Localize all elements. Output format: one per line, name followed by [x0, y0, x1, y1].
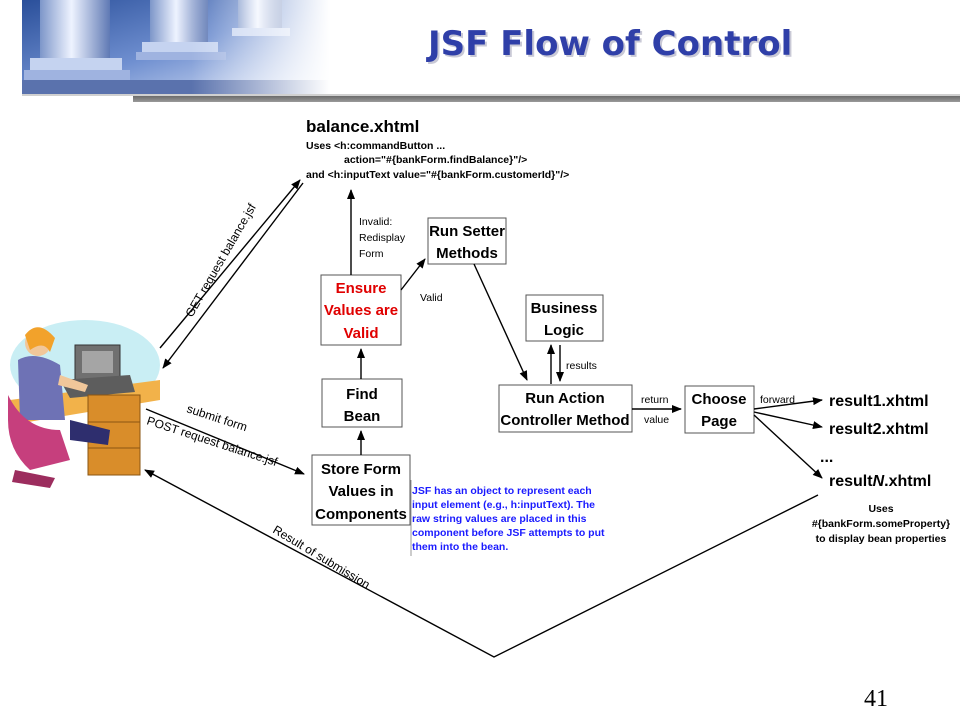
choose-page-line-1: Choose [691, 391, 746, 408]
jsf-note-line-2: input element (e.g., h:inputText). The [412, 499, 595, 511]
run-setter-line-2: Methods [436, 245, 498, 262]
result1-page: result1.xhtml [829, 393, 929, 410]
store-form-line-3: Components [315, 506, 407, 523]
results-ellipsis: ... [820, 449, 833, 466]
forward-resultN-arrow [753, 414, 823, 479]
find-bean-line-2: Bean [344, 408, 381, 425]
invalid-label-2: Redisplay [359, 232, 406, 244]
uses-note-line-2: #{bankForm.someProperty} [812, 518, 950, 530]
slide-number: 41 [864, 686, 888, 712]
uses-note-line-3: to display bean properties [816, 533, 947, 545]
run-setter-box: Run Setter Methods [427, 217, 507, 265]
run-action-line-1: Run Action [525, 390, 604, 407]
store-form-line-2: Values in [328, 483, 393, 500]
find-bean-line-1: Find [346, 386, 378, 403]
code-line-1: Uses <h:commandButton ... [306, 140, 445, 152]
jsf-note-line-4: component before JSF attempts to put [412, 527, 605, 539]
forward-result2-arrow [753, 411, 823, 429]
result-of-submission-arrow [144, 469, 819, 658]
return-label: return [641, 394, 669, 406]
columns-image [22, 0, 330, 98]
result2-page: result2.xhtml [829, 421, 929, 438]
forward-label: forward [760, 394, 795, 406]
ensure-line-1: Ensure [336, 280, 387, 297]
choose-page-line-2: Page [701, 413, 737, 430]
invalid-label-1: Invalid: [359, 216, 392, 228]
uses-note-line-1: Uses [868, 503, 893, 515]
header-thin-rule [22, 94, 960, 96]
resultN-page: resultN.xhtml [829, 473, 931, 490]
invalid-label-3: Form [359, 248, 384, 260]
find-bean-box: Find Bean [321, 378, 403, 428]
resultN-suffix: .xhtml [884, 473, 931, 490]
jsf-note-line-3: raw string values are placed in this [412, 513, 587, 525]
jsf-note-line-5: them into the bean. [412, 541, 508, 553]
valid-arrow [400, 258, 426, 291]
page-response-arrow [162, 182, 304, 369]
ensure-line-2: Values are [324, 302, 398, 319]
header-rule [133, 96, 960, 102]
business-logic-box: Business Logic [525, 294, 604, 342]
setter-to-action-arrow [473, 263, 528, 381]
forward-result1-arrow [753, 397, 823, 410]
store-form-line-1: Store Form [321, 461, 401, 478]
jsf-note-line-1: JSF has an object to represent each [412, 485, 592, 497]
resultN-italic: N [873, 473, 885, 490]
get-request-arrow [159, 179, 301, 349]
get-request-label: GET request balance.jsf [182, 201, 259, 320]
result-of-submission-label: Result of submission [270, 523, 372, 592]
resultN-prefix: result [829, 473, 873, 490]
run-action-line-2: Controller Method [500, 412, 629, 429]
post-request-arrow [145, 408, 305, 475]
code-line-3: and <h:inputText value="#{bankForm.custo… [306, 169, 569, 181]
user-at-computer-icon [8, 320, 160, 488]
code-line-2: action="#{bankForm.findBalance}"/> [344, 154, 527, 166]
flow-diagram: balance.xhtml Uses <h:commandButton ... … [8, 117, 950, 658]
run-action-box: Run Action Controller Method [498, 384, 633, 433]
valid-label: Valid [420, 292, 443, 304]
store-form-box: Store Form Values in Components [311, 454, 411, 526]
ensure-line-3: Valid [343, 325, 378, 342]
choose-page-box: Choose Page [684, 385, 755, 434]
run-setter-line-1: Run Setter [429, 223, 505, 240]
business-line-2: Logic [544, 322, 584, 339]
header-banner [0, 0, 960, 100]
results-label: results [566, 360, 597, 372]
balance-page-name: balance.xhtml [306, 117, 419, 136]
business-line-1: Business [531, 300, 598, 317]
value-label: value [644, 414, 669, 426]
slide-title: JSF Flow of Control [428, 24, 793, 64]
ensure-valid-box: Ensure Values are Valid [320, 274, 402, 346]
